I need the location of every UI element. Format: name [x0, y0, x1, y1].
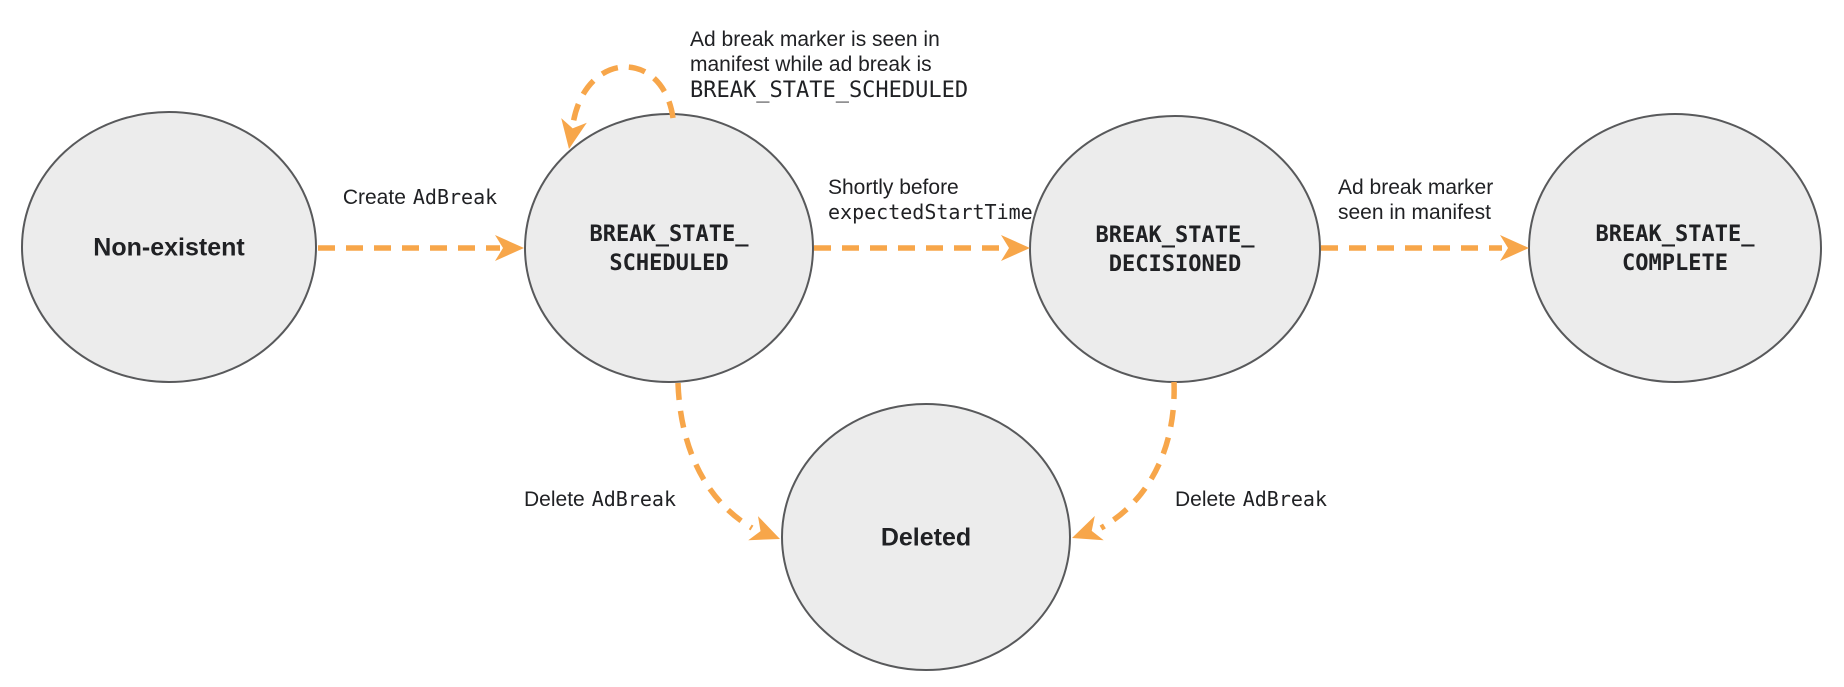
transition-label-delete-decisioned: Delete AdBreak [1175, 487, 1327, 512]
marker-seen-line2: seen in manifest [1338, 201, 1491, 224]
arrow-self-loop-head [561, 118, 587, 149]
state-label-decisioned: BREAK_STATE_ DECISIONED [1096, 221, 1255, 279]
arrow-delete-decisioned-line [1099, 381, 1177, 531]
arrow-delete-scheduled [675, 382, 780, 541]
arrow-delete-scheduled-head [748, 516, 780, 541]
self-loop-note-line1: Ad break marker is seen in [690, 28, 940, 51]
transition-note-self-loop: Ad break marker is seen in manifest whil… [690, 27, 968, 104]
arrow-decision [814, 235, 1030, 261]
arrow-delete-decisioned-head [1072, 515, 1104, 541]
create-label-text: Create [342, 186, 406, 209]
state-label-complete: BREAK_STATE_ COMPLETE [1596, 220, 1755, 278]
arrow-delete-scheduled-line [675, 382, 754, 531]
arrow-decision-head [1001, 235, 1030, 261]
transition-label-shortly-before: Shortly before expectedStartTime [828, 175, 1033, 225]
arrow-delete-decisioned [1072, 381, 1177, 541]
delete-decisioned-text: Delete [1175, 488, 1236, 511]
state-label-deleted: Deleted [880, 523, 972, 552]
state-label-decisioned-line1: BREAK_STATE_ [1095, 223, 1255, 248]
state-label-scheduled-line1: BREAK_STATE_ [589, 222, 749, 247]
delete-decisioned-code: AdBreak [1242, 487, 1327, 511]
transition-label-marker-seen: Ad break marker seen in manifest [1338, 175, 1493, 225]
arrow-complete [1321, 235, 1529, 261]
state-circle-deleted [781, 403, 1071, 671]
delete-scheduled-text: Delete [524, 488, 585, 511]
arrow-create-adbreak [318, 235, 524, 261]
state-label-decisioned-line2: DECISIONED [1108, 252, 1242, 277]
state-label-non-existent: Non-existent [93, 233, 245, 262]
self-loop-note-line2: manifest while ad break is [690, 53, 932, 76]
state-circle-scheduled [524, 113, 814, 383]
shortly-before-text: Shortly before [828, 176, 959, 199]
state-label-scheduled: BREAK_STATE_ SCHEDULED [590, 220, 749, 278]
state-circle-non-existent [21, 111, 317, 383]
shortly-before-code: expectedStartTime [828, 200, 1033, 224]
state-label-complete-line1: BREAK_STATE_ [1595, 222, 1755, 247]
arrow-create-adbreak-head [495, 235, 524, 261]
state-label-scheduled-line2: SCHEDULED [609, 251, 729, 276]
delete-scheduled-code: AdBreak [591, 487, 676, 511]
arrow-complete-head [1500, 235, 1529, 261]
state-label-complete-line2: COMPLETE [1622, 251, 1728, 276]
transition-label-create-adbreak: Create AdBreak [343, 185, 497, 210]
transition-label-delete-scheduled: Delete AdBreak [524, 487, 676, 512]
marker-seen-line1: Ad break marker [1338, 176, 1494, 199]
self-loop-note-code: BREAK_STATE_SCHEDULED [690, 78, 969, 103]
arrow-self-loop-scheduled [561, 64, 676, 149]
create-label-code: AdBreak [412, 185, 498, 209]
